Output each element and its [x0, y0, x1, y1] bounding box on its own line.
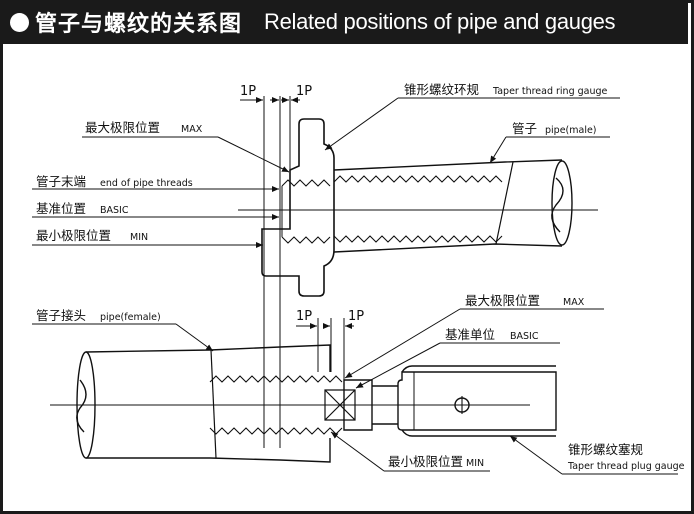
min-top-callout: 最小极限位置 MIN — [32, 228, 263, 248]
pipe-female-label-cn: 管子接头 — [36, 308, 86, 323]
plug-gauge-callout: 锥形螺纹塞规 Taper thread plug gauge — [509, 435, 685, 475]
min-bottom-label-cn: 最小极限位置 — [388, 454, 463, 469]
header-bar: 管子与螺纹的关系图 Related positions of pipe and … — [0, 0, 688, 44]
bottom-assembly — [50, 344, 557, 463]
ring-gauge-body — [261, 118, 335, 297]
plug-gauge-handle — [397, 371, 557, 431]
min-bottom-callout: 最小极限位置 MIN — [330, 431, 490, 472]
plug-gauge-neck — [372, 385, 402, 425]
min-top-label-en: MIN — [130, 232, 148, 243]
female-pipe-outline — [85, 344, 331, 463]
max-top-label-en: MAX — [181, 124, 203, 135]
male-pipe-break — [551, 177, 564, 233]
ring-gauge-label-cn: 锥形螺纹环规 — [404, 82, 479, 97]
ring-gauge-thread-lower — [281, 236, 331, 244]
male-pipe-end — [551, 160, 573, 246]
ring-gauge-bore — [281, 186, 291, 237]
end-threads-callout: 管子末端 end of pipe threads — [32, 174, 279, 192]
ring-gauge-callout: 锥形螺纹环规 Taper thread ring gauge — [324, 82, 620, 151]
max-bottom-label-en: MAX — [563, 297, 585, 308]
pipe-male-label-cn: 管子 — [512, 121, 537, 136]
pipe-female-callout: 管子接头 pipe(female) — [32, 308, 214, 352]
pitch-label-top-right: 1P — [296, 84, 312, 99]
plug-gauge-label-en: Taper thread plug gauge — [567, 461, 685, 472]
basic-bottom-label-en: BASIC — [510, 331, 539, 342]
basic-top-label-cn: 基准位置 — [36, 201, 86, 216]
bottom-reference-lines — [317, 318, 345, 382]
female-pipe-break — [76, 379, 87, 433]
pipe-female-label-en: pipe(female) — [100, 312, 161, 323]
male-thread-upper — [333, 175, 503, 183]
basic-top-label-en: BASIC — [100, 205, 129, 216]
max-top-label-cn: 最大极限位置 — [85, 120, 160, 135]
female-thread-lower — [209, 427, 343, 435]
top-assembly — [238, 118, 598, 297]
pipe-male-callout: 管子 pipe(male) — [489, 121, 610, 164]
top-reference-lines — [263, 96, 291, 448]
max-top-callout: 最大极限位置 MAX — [82, 120, 290, 173]
min-bottom-label-en: MIN — [466, 458, 484, 469]
bullet-icon — [10, 12, 29, 32]
max-bottom-callout: 最大极限位置 MAX — [344, 293, 604, 379]
basic-top-callout: 基准位置 BASIC — [32, 201, 279, 220]
basic-bottom-callout: 基准单位 BASIC — [355, 327, 560, 389]
plug-gauge-handle-top — [401, 365, 556, 437]
pitch-label-top-left: 1P — [240, 84, 256, 99]
ring-gauge-label-en: Taper thread ring gauge — [492, 86, 608, 97]
female-pipe-taper-edge — [210, 349, 217, 459]
end-threads-label-cn: 管子末端 — [36, 174, 86, 189]
female-thread-upper — [209, 375, 343, 383]
male-thread-lower — [333, 235, 503, 243]
male-pipe-taper-edge — [495, 161, 514, 245]
title-chinese: 管子与螺纹的关系图 — [35, 12, 243, 37]
end-threads-label-en: end of pipe threads — [100, 178, 193, 189]
pipe-male-label-en: pipe(male) — [545, 125, 597, 136]
max-bottom-label-cn: 最大极限位置 — [465, 293, 540, 308]
basic-bottom-label-cn: 基准单位 — [445, 327, 495, 342]
pitch-label-bottom-left: 1P — [296, 309, 312, 324]
pitch-label-bottom-right: 1P — [348, 309, 364, 324]
min-top-label-cn: 最小极限位置 — [36, 228, 111, 243]
title-english: Related positions of pipe and gauges — [264, 9, 616, 34]
plug-gauge-label-cn: 锥形螺纹塞规 — [568, 442, 643, 457]
